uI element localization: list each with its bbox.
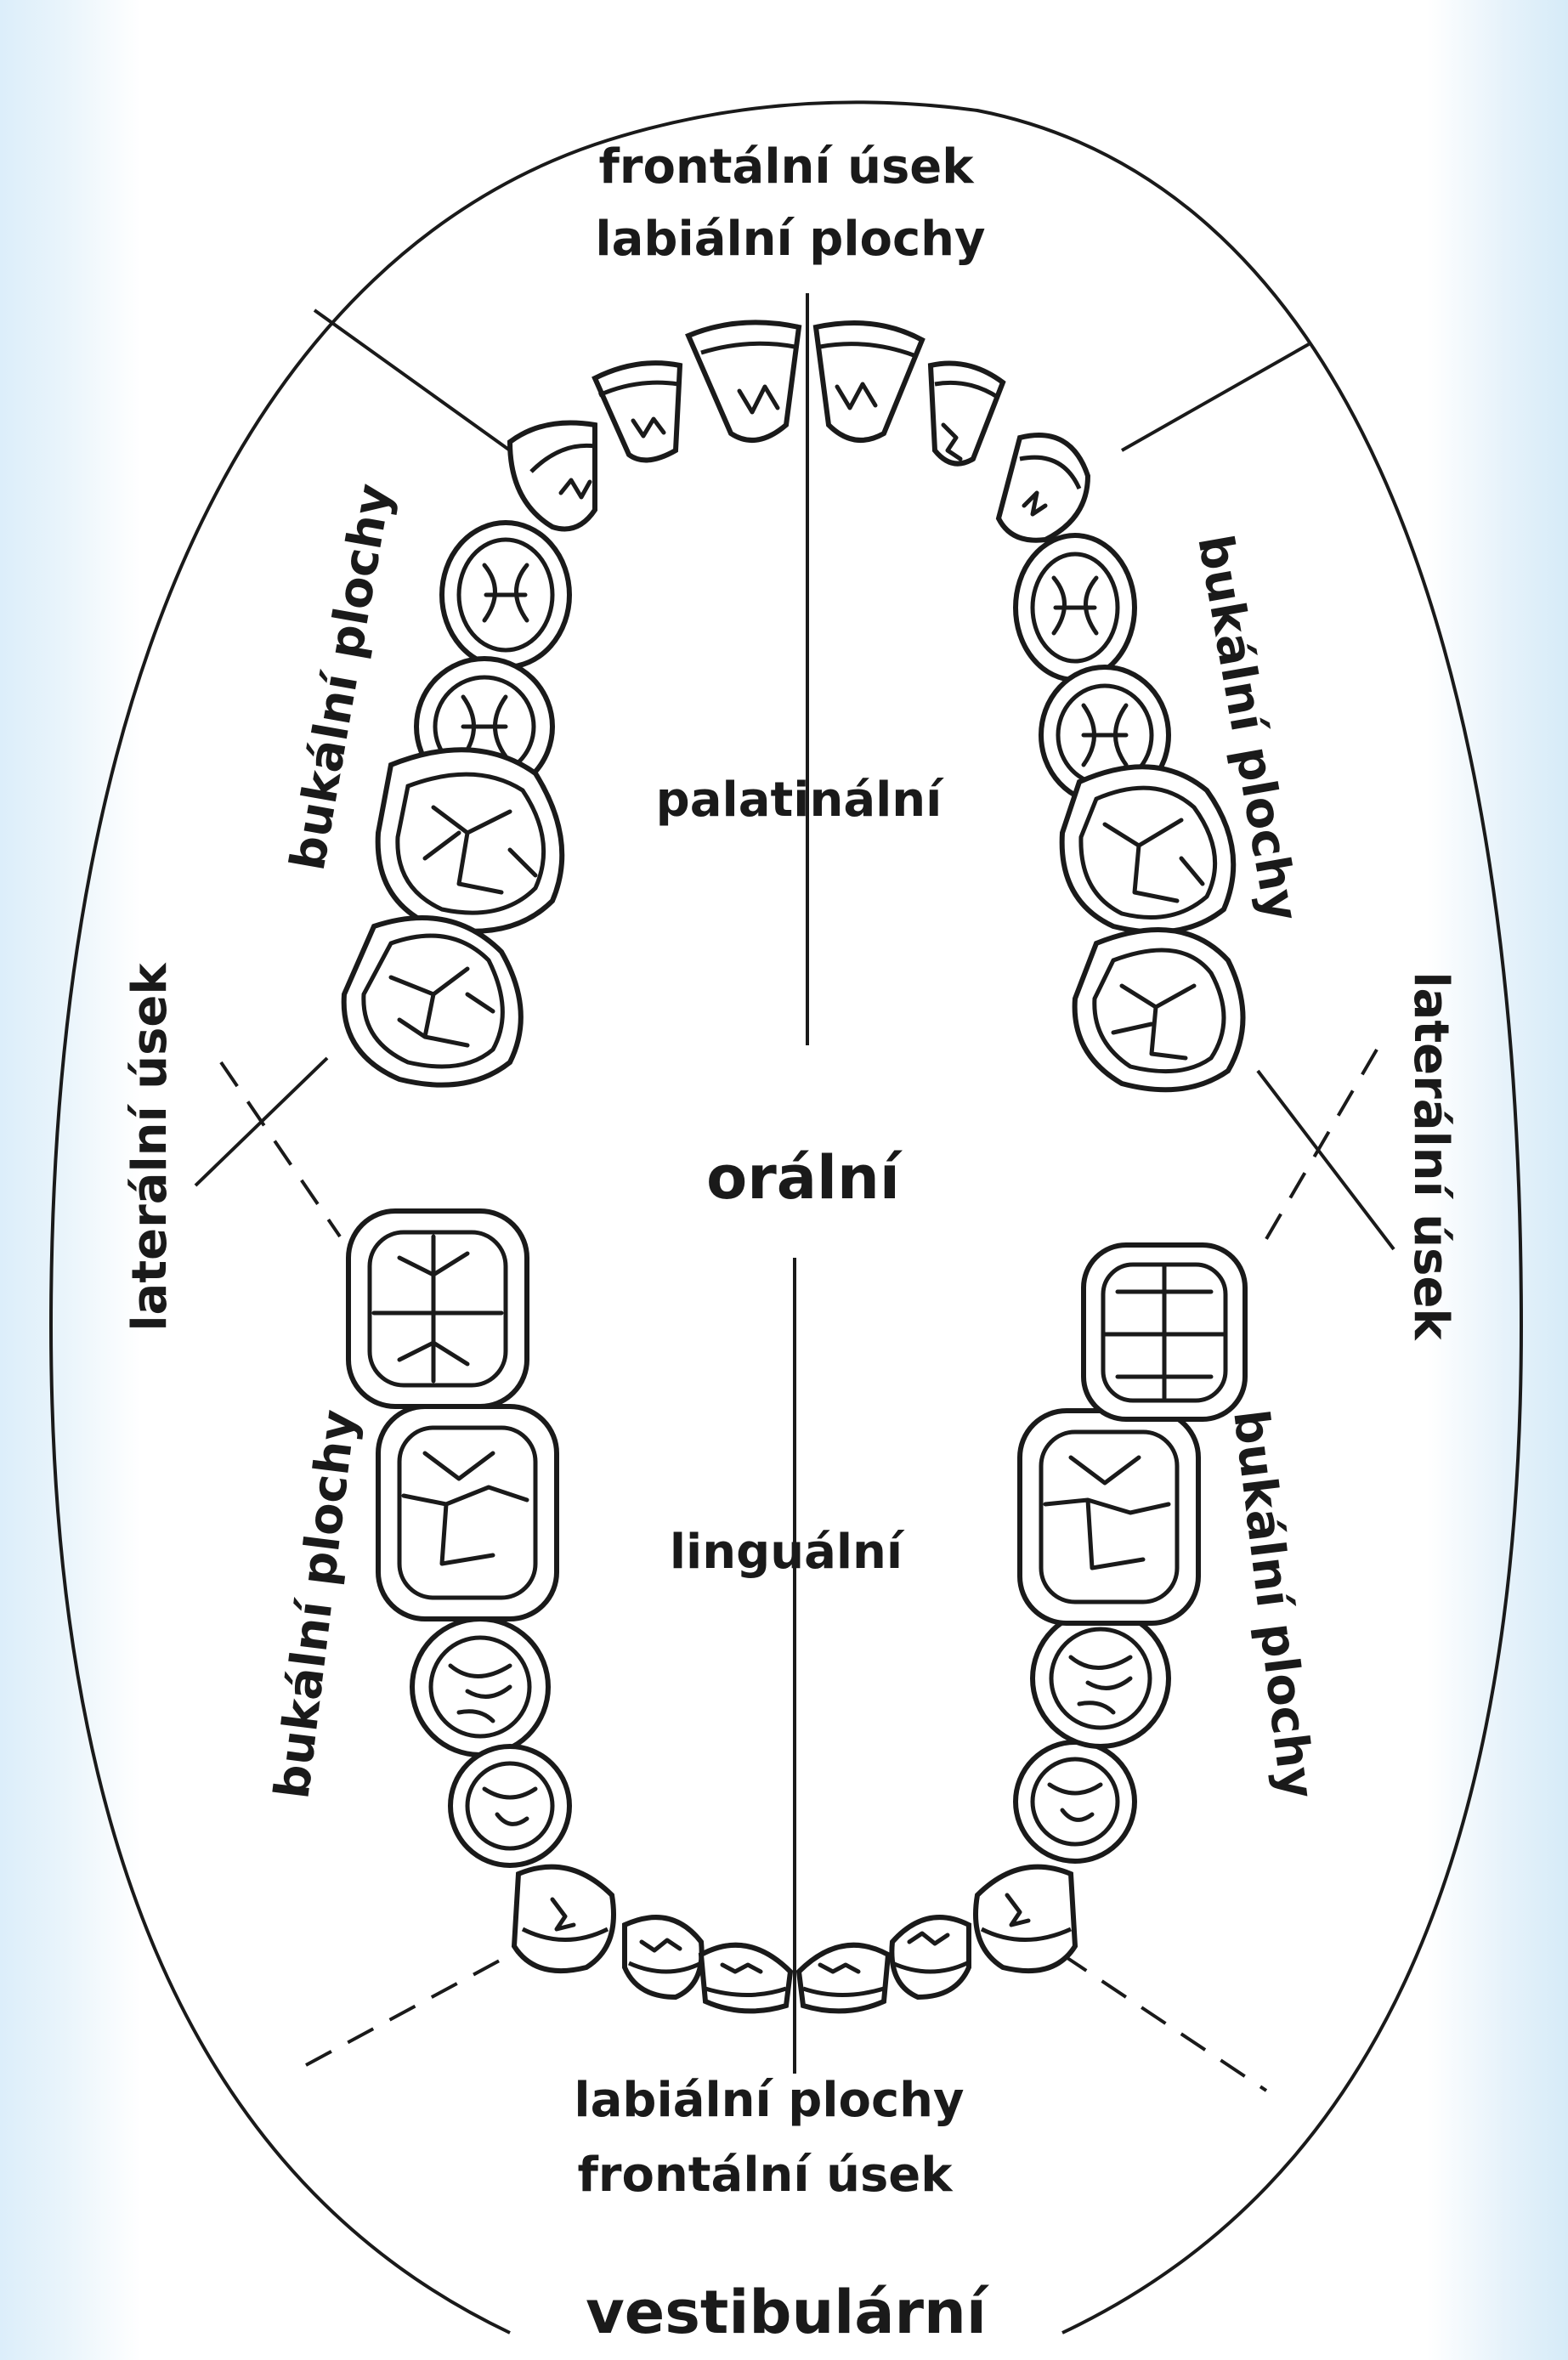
lower-incisor-central-right <box>799 1945 888 2012</box>
lateral-right-dashed <box>1258 1050 1377 1254</box>
upper-molar-1-right <box>1062 767 1234 931</box>
upper-incisor-central-right <box>816 323 922 440</box>
lower-right-dashed <box>1062 1955 1266 2091</box>
lateral-left-dashed <box>221 1062 340 1237</box>
label-top-labial-surfaces: labiální plochy <box>595 212 985 267</box>
lower-molar-1-right <box>1020 1411 1198 1623</box>
label-lingual: linguální <box>670 1525 905 1580</box>
upper-incisor-lateral-right <box>931 364 1003 464</box>
lower-molar-2-left <box>348 1211 527 1406</box>
lateral-right-solid <box>1258 1071 1394 1249</box>
upper-molar-1-left <box>378 750 563 931</box>
upper-molar-2-right <box>1075 930 1243 1089</box>
upper-incisor-central-left <box>688 322 799 440</box>
upper-right-divider <box>1122 344 1309 450</box>
lower-arch <box>348 1211 1245 2011</box>
label-bottom-labial-surfaces: labiální plochy <box>574 2073 964 2128</box>
upper-arch <box>344 322 1243 1089</box>
label-lateral-left: laterální úsek <box>122 962 178 1332</box>
lower-incisor-central-left <box>701 1945 790 2012</box>
label-vestibular: vestibulární <box>586 2278 990 2347</box>
label-lower-right-buccal: bukální plochy <box>1222 1406 1325 1802</box>
lower-canine-right <box>976 1867 1075 1971</box>
upper-canine-right <box>999 435 1088 540</box>
upper-left-divider <box>314 310 510 450</box>
label-lower-left-buccal: bukální plochy <box>264 1406 367 1802</box>
label-palatal: palatinální <box>656 773 945 828</box>
upper-incisor-lateral-left <box>595 363 680 460</box>
label-lateral-right: laterální úsek <box>1403 971 1458 1341</box>
lower-incisor-lateral-right <box>892 1917 969 1997</box>
lower-molar-1-left <box>378 1406 557 1619</box>
label-top-frontal-section: frontální úsek <box>598 139 975 195</box>
lower-incisor-lateral-left <box>625 1917 702 1997</box>
lower-left-dashed <box>306 1950 518 2065</box>
upper-canine-left <box>510 423 595 529</box>
label-bottom-frontal-section: frontální úsek <box>577 2148 954 2203</box>
label-oral: orální <box>706 1143 903 1213</box>
